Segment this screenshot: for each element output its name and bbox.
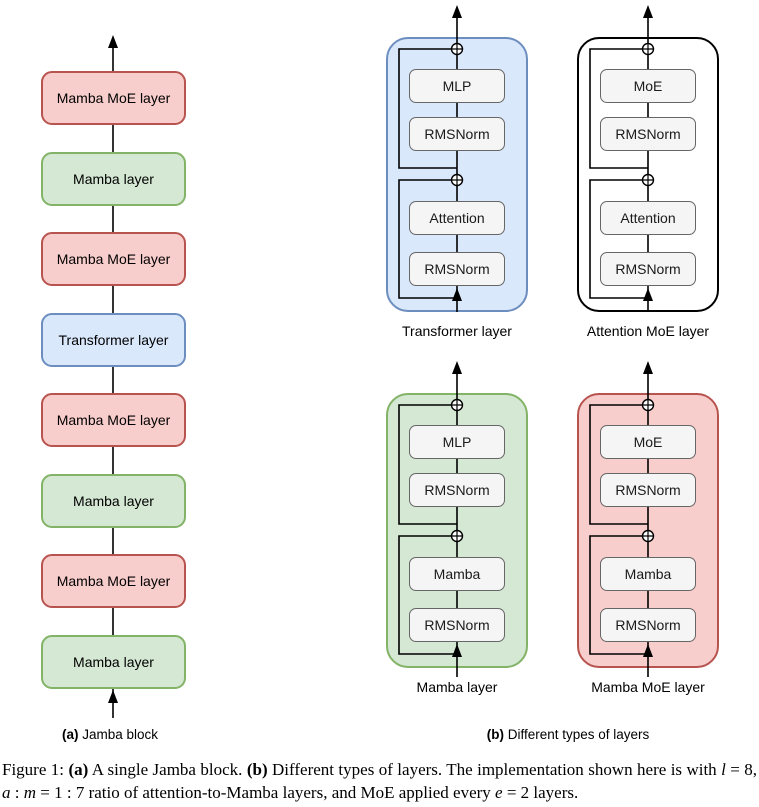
layer-type-label: Mamba layer: [416, 679, 498, 695]
layer-type-label: Attention MoE layer: [586, 323, 710, 339]
mamba-box: Mamba: [409, 557, 505, 591]
rmsnorm-box: RMSNorm: [600, 608, 696, 642]
layer-label: Mamba MoE layer: [56, 573, 171, 589]
layer-label: Mamba MoE layer: [56, 251, 171, 267]
panel-b-caption-text: Different types of layers: [503, 727, 650, 742]
inner-box-label: Mamba: [624, 566, 672, 582]
jamba-layer-box-4: Transformer layer: [41, 313, 186, 367]
caption-segment: :: [10, 782, 24, 802]
caption-segment: e: [495, 782, 503, 802]
output-arrow-icon: [108, 35, 118, 48]
caption-segment: a: [2, 782, 11, 802]
panel-a-caption-tag: (a): [61, 727, 79, 742]
inner-box-label: RMSNorm: [615, 617, 681, 633]
jamba-layer-box-2: Mamba layer: [41, 152, 186, 206]
caption-segment: = 8,: [725, 760, 757, 779]
layer-type-label: Mamba MoE layer: [591, 679, 705, 695]
caption-segment: = 1 : 7 ratio of attention-to-Mamba laye…: [36, 782, 496, 802]
layer-type-label: Transformer layer: [402, 323, 512, 339]
inner-box-label: RMSNorm: [424, 126, 490, 142]
rmsnorm-box: RMSNorm: [600, 252, 696, 286]
inner-box-label: MoE: [633, 434, 663, 450]
inner-box-label: RMSNorm: [424, 482, 490, 498]
caption-segment: (b): [246, 760, 268, 779]
caption-segment: m: [23, 782, 37, 802]
moe-box: MoE: [600, 69, 696, 103]
inner-box-label: RMSNorm: [424, 261, 490, 277]
rmsnorm-box: RMSNorm: [409, 117, 505, 151]
panel-b-caption: (b) Different types of layers: [418, 727, 718, 742]
caption-segment: l: [721, 760, 726, 779]
caption-segment: Different types of layers. The implement…: [267, 760, 722, 779]
moe-box: MoE: [600, 425, 696, 459]
rmsnorm-box: RMSNorm: [600, 117, 696, 151]
rmsnorm-box: RMSNorm: [600, 473, 696, 507]
inner-box-label: MoE: [633, 78, 663, 94]
caption-segment: (a): [68, 760, 89, 779]
jamba-layer-box-7: Mamba MoE layer: [41, 554, 186, 608]
mamba-box: Mamba: [600, 557, 696, 591]
inner-box-label: Mamba: [433, 566, 481, 582]
mlp-box: MLP: [409, 69, 505, 103]
inner-box-label: RMSNorm: [615, 261, 681, 277]
jamba-layer-box-5: Mamba MoE layer: [41, 393, 186, 447]
inner-box-label: Attention: [429, 210, 485, 226]
output-arrow-icon: [452, 5, 462, 18]
panel-a-caption-text: Jamba block: [78, 727, 159, 742]
layer-label: Transformer layer: [58, 332, 169, 348]
attention-box: Attention: [409, 201, 505, 235]
inner-box-label: MLP: [442, 434, 472, 450]
rmsnorm-box: RMSNorm: [409, 473, 505, 507]
input-arrow-icon: [108, 690, 118, 703]
layer-label: Mamba layer: [73, 171, 154, 187]
inner-box-label: RMSNorm: [615, 126, 681, 142]
jamba-layer-box-6: Mamba layer: [41, 474, 186, 528]
jamba-layer-box-3: Mamba MoE layer: [41, 232, 186, 286]
attention-box: Attention: [600, 201, 696, 235]
panel-b-caption-tag: (b): [486, 727, 504, 742]
output-arrow-icon: [643, 5, 653, 18]
caption-segment: A single Jamba block.: [88, 760, 247, 779]
layer-label: Mamba MoE layer: [56, 412, 171, 428]
rmsnorm-box: RMSNorm: [409, 252, 505, 286]
output-arrow-icon: [643, 361, 653, 374]
inner-box-label: Attention: [620, 210, 676, 226]
panel-a-caption: (a) Jamba block: [15, 727, 205, 742]
inner-box-label: MLP: [442, 78, 472, 94]
caption-segment: Figure 1:: [2, 760, 69, 779]
jamba-layer-box-1: Mamba MoE layer: [41, 71, 186, 125]
layer-label: Mamba MoE layer: [56, 90, 171, 106]
inner-box-label: RMSNorm: [615, 482, 681, 498]
layer-label: Mamba layer: [73, 493, 154, 509]
mlp-box: MLP: [409, 425, 505, 459]
jamba-layer-box-8: Mamba layer: [41, 635, 186, 689]
figure-caption: Figure 1: (a) A single Jamba block. (b) …: [2, 759, 757, 804]
layer-label: Mamba layer: [73, 654, 154, 670]
rmsnorm-box: RMSNorm: [409, 608, 505, 642]
inner-box-label: RMSNorm: [424, 617, 490, 633]
caption-segment: = 2 layers.: [502, 782, 579, 802]
output-arrow-icon: [452, 361, 462, 374]
